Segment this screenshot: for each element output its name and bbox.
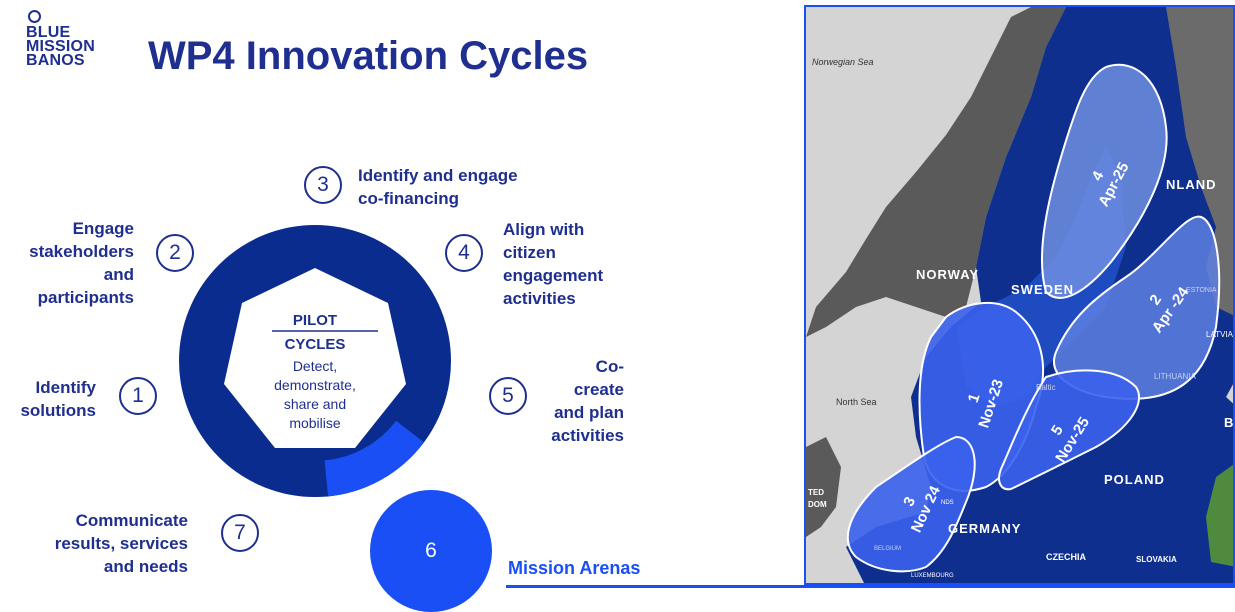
map-label-sweden: SWEDEN [1011, 282, 1074, 297]
center-description: Detect, demonstrate, share and mobilise [255, 357, 375, 433]
mission-arena-circle: 6 [370, 490, 492, 612]
map-label-uk-1: TED [808, 488, 824, 497]
step-label-line: Align with [503, 220, 585, 239]
map-label-latvia: LATVIA [1206, 330, 1234, 339]
map-label-netherlands: NDS [941, 500, 954, 506]
step-7-number: 7 [221, 514, 259, 552]
step-label-line: co-financing [358, 189, 460, 208]
map-label-czechia: CZECHIA [1046, 552, 1086, 562]
step-5-label: Co- create and plan activities [530, 355, 624, 447]
step-label-line: Communicate [75, 511, 188, 530]
map-label-baltic: Baltic [1036, 383, 1056, 392]
map-label-belarus: B [1224, 415, 1233, 430]
mission-arena-number: 6 [425, 539, 437, 562]
logo-line: MISSION [26, 38, 95, 55]
step-label-line: engagement [503, 266, 604, 285]
logo: BLUE MISSION BANOS [26, 24, 95, 69]
page-title: WP4 Innovation Cycles [148, 34, 589, 78]
map-land-finland-grey [1166, 7, 1233, 316]
step-3-label: Identify and engage co-financing [358, 164, 558, 210]
logo-circle-icon [28, 10, 41, 23]
map-label-lithuania: LITHUANIA [1154, 372, 1196, 381]
map-label-north-sea: North Sea [836, 397, 877, 407]
map-label-belgium: BELGIUM [874, 546, 901, 552]
mission-arenas-label: Mission Arenas [508, 558, 641, 578]
step-4-label: Align with citizen engagement activities [503, 218, 633, 310]
cycle-center-heptagon [224, 268, 406, 448]
step-label-line: and [103, 265, 134, 284]
mission-arenas-underline [506, 585, 1235, 588]
logo-line: BLUE [26, 24, 71, 41]
map-region-3 [846, 435, 976, 573]
step-label-line: Engage [72, 219, 134, 238]
step-label-line: activities [503, 289, 576, 308]
step-label-line: Identify [35, 378, 96, 397]
step-2-label: Engage stakeholders and participants [0, 217, 134, 309]
map-land-uk [806, 437, 841, 537]
step-label-line: and needs [103, 557, 188, 576]
map-label-norway: NORWAY [916, 267, 979, 282]
map-label-germany: GERMANY [948, 521, 1021, 536]
map-label-finland: NLAND [1166, 177, 1217, 192]
center-desc-line: mobilise [289, 415, 341, 431]
map-label-norwegian-sea: Norwegian Sea [812, 57, 874, 67]
step-label-line: stakeholders [29, 242, 134, 261]
step-label-line: participants [37, 288, 134, 307]
step-7-label: Communicate results, services and needs [20, 509, 188, 578]
center-desc-line: demonstrate, [274, 377, 356, 393]
map-land-norway-west [806, 7, 1066, 337]
step-label-line: solutions [20, 401, 96, 420]
step-4-number: 4 [445, 234, 483, 272]
map-label-luxembourg: LUXEMBOURG [911, 573, 954, 579]
logo-line: BANOS [26, 52, 85, 69]
step-label-line: and plan [554, 403, 624, 422]
step-2-number: 2 [156, 234, 194, 272]
map-land-green [1206, 464, 1233, 567]
map-region-4 [1041, 63, 1168, 299]
map-label-uk-2: DOM [808, 500, 827, 509]
step-1-label: Identify solutions [10, 376, 96, 422]
map-region-5 [998, 369, 1141, 491]
center-desc-line: share and [283, 396, 347, 412]
step-label-line: citizen [503, 243, 556, 262]
map-label-poland: POLAND [1104, 472, 1165, 487]
step-label-line: create [573, 380, 624, 399]
map-canvas: Norwegian Sea North Sea Baltic NORWAY SW… [806, 7, 1234, 583]
step-5-number: 5 [489, 377, 527, 415]
map-label-slovakia: SLOVAKIA [1136, 555, 1177, 564]
center-desc-line: Detect, [292, 358, 338, 374]
center-title-cycles: CYCLES [284, 336, 346, 353]
step-label-line: Identify and engage [358, 166, 518, 185]
center-title-pilot: PILOT [292, 312, 338, 329]
baltic-map: Norwegian Sea North Sea Baltic NORWAY SW… [804, 5, 1235, 585]
cycle-ring-highlight [324, 420, 424, 497]
cycle-ring [179, 225, 451, 497]
step-1-number: 1 [119, 377, 157, 415]
cycle-diagram [179, 225, 451, 497]
map-label-estonia: ESTONIA [1186, 287, 1217, 294]
step-3-number: 3 [304, 166, 342, 204]
step-label-line: activities [551, 426, 624, 445]
step-label-line: Co- [595, 357, 624, 376]
step-label-line: results, services [54, 534, 188, 553]
